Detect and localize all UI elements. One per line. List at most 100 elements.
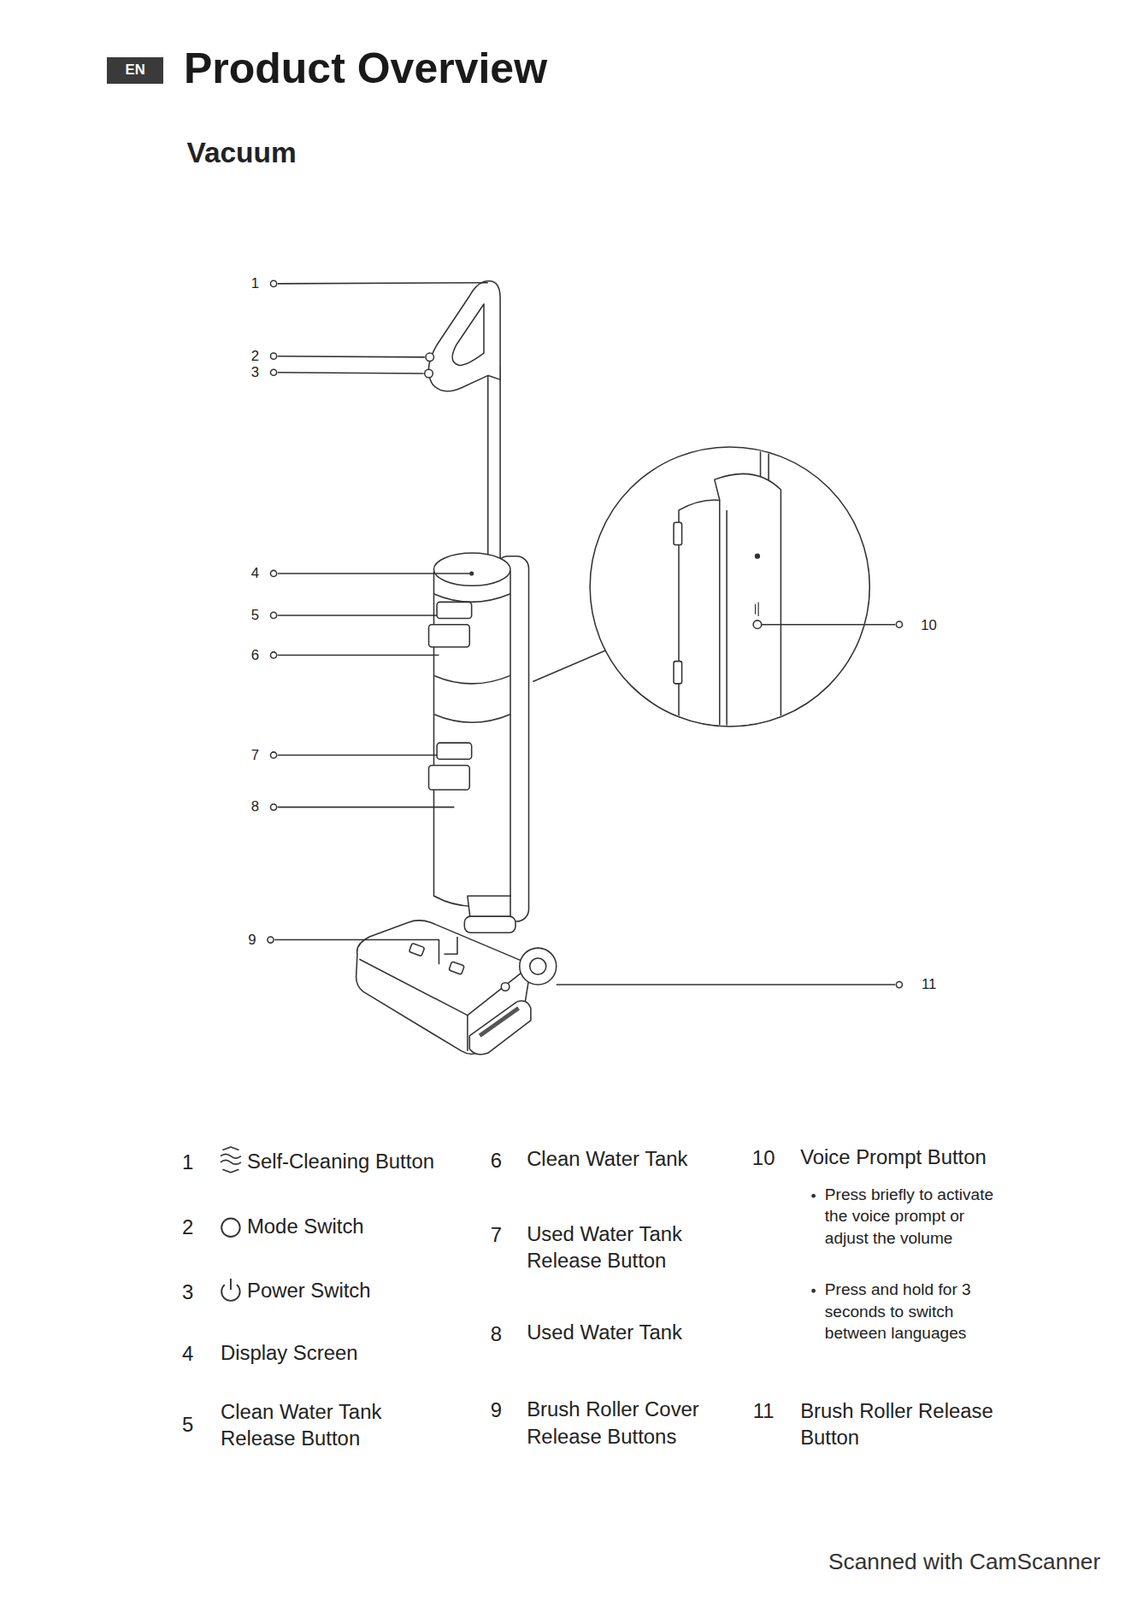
main-body (433, 571, 511, 908)
floor-head (479, 1008, 519, 1037)
leader-dot (270, 353, 277, 360)
main-body (470, 571, 474, 576)
neck (464, 895, 516, 933)
main-body (429, 765, 471, 790)
callout-number: 6 (250, 646, 260, 666)
part-name: Voice Prompt Button (800, 1144, 987, 1172)
floor-head (466, 1015, 469, 1052)
leader-dot (270, 804, 277, 811)
self-clean-icon (220, 1154, 242, 1159)
callout-number: 9 (247, 930, 257, 950)
list-number: 5 (182, 1411, 194, 1438)
callout-number: 7 (250, 746, 260, 766)
magnifier (755, 553, 760, 559)
leader-dot (895, 621, 902, 628)
callout-number: 3 (250, 363, 260, 383)
list-number: 4 (182, 1341, 194, 1368)
leader-line (277, 372, 425, 374)
part-name: Power Switch (247, 1278, 372, 1305)
list-number: 2 (182, 1214, 194, 1242)
part-name: Mode Switch (247, 1213, 365, 1241)
leader-dot (895, 982, 902, 989)
leader-dot (270, 752, 277, 759)
callout-number: 11 (920, 975, 937, 995)
list-number: 3 (182, 1278, 194, 1306)
floor-head (469, 1001, 531, 1055)
magnifier (753, 620, 762, 630)
mode-icon (221, 1218, 240, 1237)
callout-number: 4 (250, 564, 260, 584)
leader-dot (270, 369, 277, 376)
list-number: 6 (490, 1147, 502, 1174)
leader-line (277, 754, 437, 757)
leader-line (761, 624, 896, 626)
handle (428, 281, 501, 392)
callout-number: 5 (250, 606, 260, 625)
leader-line (274, 282, 896, 985)
main-body (436, 742, 472, 760)
list-number: 1 (182, 1148, 194, 1176)
leader-line (277, 614, 437, 617)
part-name: Clean Water Tank (526, 1146, 688, 1173)
usage-note: Press briefly to activate the voice prom… (824, 1184, 999, 1249)
main-body (433, 675, 511, 684)
neck (464, 916, 516, 933)
magnifier (755, 601, 760, 617)
magnifier (725, 510, 728, 776)
callout-number: 10 (919, 616, 938, 636)
main-body (429, 624, 471, 648)
callout-number: 8 (250, 798, 260, 818)
leader-line (277, 356, 425, 358)
list-number: 10 (752, 1145, 776, 1173)
part-name: Self-Cleaning Button (247, 1148, 435, 1175)
self-clean-icon (220, 1147, 242, 1173)
leader-line (277, 654, 440, 657)
floor-head (408, 942, 425, 956)
leader-line (556, 983, 896, 986)
node-text: EN (125, 61, 146, 79)
list-number: 9 (490, 1397, 502, 1425)
main-body (436, 601, 472, 619)
leader-dot (267, 936, 274, 943)
handle (424, 281, 501, 562)
self-clean-icon (220, 1160, 242, 1165)
leader-dot (270, 612, 277, 619)
leader-dot (270, 570, 277, 577)
part-name: Display Screen (220, 1340, 359, 1367)
main-body (433, 714, 511, 724)
power-icon (221, 1278, 240, 1302)
callout-number: 1 (250, 274, 260, 294)
part-name: Brush Roller Release Button (800, 1397, 1031, 1451)
part-name: Used Water Tank (526, 1319, 683, 1347)
magnifier (673, 428, 781, 776)
main-body (429, 553, 512, 907)
part-name: Used Water Tank Release Button (526, 1220, 702, 1274)
self-clean-icon (222, 1147, 239, 1151)
magnifier (673, 522, 683, 545)
list-number: 7 (490, 1221, 502, 1249)
section-heading: Vacuum (187, 134, 297, 171)
mode-icon (221, 1218, 240, 1237)
leader-dot (270, 652, 277, 659)
main-body (433, 594, 511, 603)
floor-head (359, 959, 526, 1016)
bullet-dot (811, 1289, 816, 1294)
handle (452, 304, 484, 366)
list-number: 11 (753, 1398, 775, 1426)
leader-line (277, 572, 470, 575)
floor-head (500, 983, 510, 992)
handle (425, 353, 435, 362)
floor-head (519, 948, 557, 985)
language-tag: EN (106, 57, 164, 84)
floor-head (448, 961, 465, 975)
vacuum-drawing (220, 280, 903, 1302)
handle (488, 367, 501, 562)
leader-dot (270, 280, 277, 287)
leader-line (274, 940, 439, 966)
part-name: Brush Roller Cover Release Buttons (526, 1396, 721, 1450)
main-body (433, 553, 511, 586)
floor-head (356, 920, 557, 1055)
